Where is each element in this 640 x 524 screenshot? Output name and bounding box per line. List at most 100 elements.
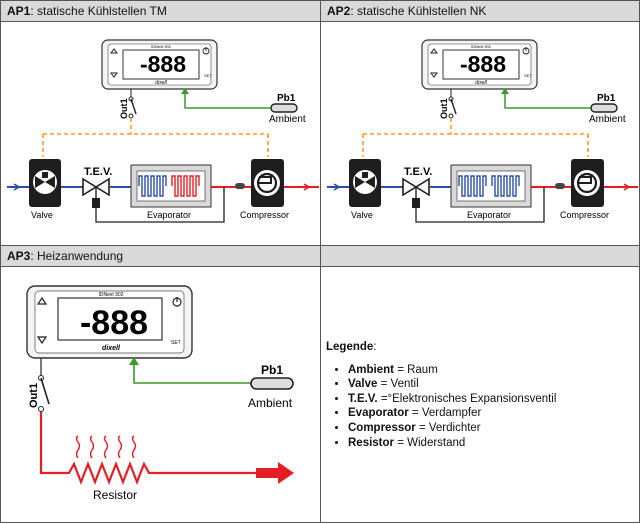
legend-desc: = Ventil [377,378,419,391]
legend-term: T.E.V. [348,392,378,405]
pb1-probe-icon [250,377,294,390]
inlet-arrow-icon [9,183,21,191]
legend-term: Ambient [348,363,394,376]
legend-desc: = Verdichter [415,421,481,434]
legend-item: Resistor = Widerstand [348,436,556,451]
legend-title-row: Legende: [326,340,556,355]
legend-item: Compressor = Verdichter [348,421,556,436]
panel-ap2-tag: AP2 [327,4,351,18]
resistor-label: Resistor [93,488,137,502]
up-arrow-icon [110,48,118,54]
evaporator-label: Evaporator [147,210,191,220]
resistor-heater-icon [39,412,256,486]
controller-model: IDNext 902 [471,44,492,49]
out1-label: Out1 [119,98,129,119]
pb1-probe-icon [590,103,618,113]
pb1-label: Pb1 [597,93,616,104]
pb1-label: Pb1 [261,363,283,377]
panel-ap2: AP2: statische Kühlstellen NK IDNext 902… [320,0,640,246]
tev-valve-icon [402,177,430,208]
controller-ap1: IDNext 902 -888 dixell SET [101,39,218,90]
legend-item: T.E.V. =°Elektronisches Expansionsventil [348,392,556,407]
panel-ap1-title: : statische Kühlstellen TM [30,4,167,18]
controller-brand: dixell [475,80,487,86]
legend-term: Resistor [348,436,395,449]
tev-label: T.E.V. [404,166,432,178]
out1-label: Out1 [439,98,449,119]
valve-label: Valve [31,210,53,220]
legend-desc: = Widerstand [394,436,466,449]
heat-output-arrow-icon [256,462,294,484]
orange-signal-line [42,118,269,157]
valve-label: Valve [351,210,373,220]
sensor-bulb-icon [555,183,565,189]
compressor-label: Compressor [560,210,609,220]
panel-ap3: AP3: Heizanwendung IDNext 902 -888 dixel… [0,245,321,523]
compressor-icon [571,159,604,207]
panel-ap1: AP1: statische Kühlstellen TM IDNext 902… [0,0,321,246]
controller-set-label: SET [204,73,212,78]
legend-term: Compressor [348,421,416,434]
legend-desc: = Verdampfer [408,407,482,420]
ambient-label: Ambient [589,114,626,125]
legend-term: Valve [348,378,378,391]
tev-bulb-line [95,187,225,223]
pb1-probe-icon [270,103,298,113]
compressor-icon [251,159,284,207]
ap3-schematic: IDNext 902 -888 dixell SET Out1 [26,285,294,502]
legend-title-colon: : [373,341,377,353]
solenoid-valve-icon [29,159,61,207]
pb1-label: Pb1 [277,93,296,104]
heat-waves-icon [75,435,137,459]
inlet-arrow-icon [329,183,341,191]
probe-line [504,89,593,109]
legend: Legende: Ambient = Raum Valve = Ventil T… [326,340,556,450]
down-arrow-icon [430,72,438,78]
panel-ap3-title: : Heizanwendung [30,249,124,263]
panel-ap1-header: AP1: statische Kühlstellen TM [1,1,320,22]
legend-desc: =°Elektronisches Expansionsventil [377,392,557,405]
up-arrow-icon [430,48,438,54]
ap2-schematic: IDNext 902 -888 dixell SET Out1 Pb1 Ambi… [327,39,638,223]
probe-arrow-icon [129,357,139,365]
probe-arrow-icon [181,88,189,94]
ap1-schematic: IDNext 902 -888 dixell SET Out1 Pb1 Ambi… [7,39,319,223]
solenoid-valve-icon [349,159,381,207]
legend-desc: = Raum [394,363,438,376]
tev-label: T.E.V. [84,166,112,178]
controller-model: IDNext 902 [151,44,172,49]
controller-ap2: IDNext 902 -888 dixell SET [421,39,538,90]
outlet-arrow-icon [617,183,631,191]
controller-model: IDNext 902 [98,292,123,298]
legend-title: Legende [326,341,374,353]
panel-ap3-header: AP3: Heizanwendung [1,246,320,267]
legend-term: Evaporator [348,407,409,420]
legend-item: Evaporator = Verdampfer [348,406,556,421]
power-icon [172,297,182,307]
evaporator-coil-icon [130,164,212,208]
panel-ap2-header: AP2: statische Kühlstellen NK [321,1,639,22]
legend-item: Ambient = Raum [348,363,556,378]
controller-digits: -888 [140,51,186,77]
down-arrow-icon [36,336,48,345]
panel-ap3-tag: AP3 [7,249,31,263]
ambient-label: Ambient [269,114,306,125]
tev-bulb-line [415,187,545,223]
controller-digits: -888 [460,51,506,77]
evaporator-coil-icon [450,164,532,208]
outlet-arrow-icon [297,183,311,191]
controller-digits: -888 [80,304,148,342]
panel-legend-header [321,246,639,267]
controller-brand: dixell [155,80,167,86]
out1-label: Out1 [28,383,40,408]
probe-line [184,89,273,109]
legend-list: Ambient = Raum Valve = Ventil T.E.V. =°E… [326,363,556,451]
controller-ap3: IDNext 902 -888 dixell SET [26,285,193,359]
up-arrow-icon [36,296,48,305]
compressor-label: Compressor [240,210,289,220]
down-arrow-icon [110,72,118,78]
controller-set-label: SET [171,340,181,346]
tev-valve-icon [82,177,110,208]
probe-line [133,358,251,384]
